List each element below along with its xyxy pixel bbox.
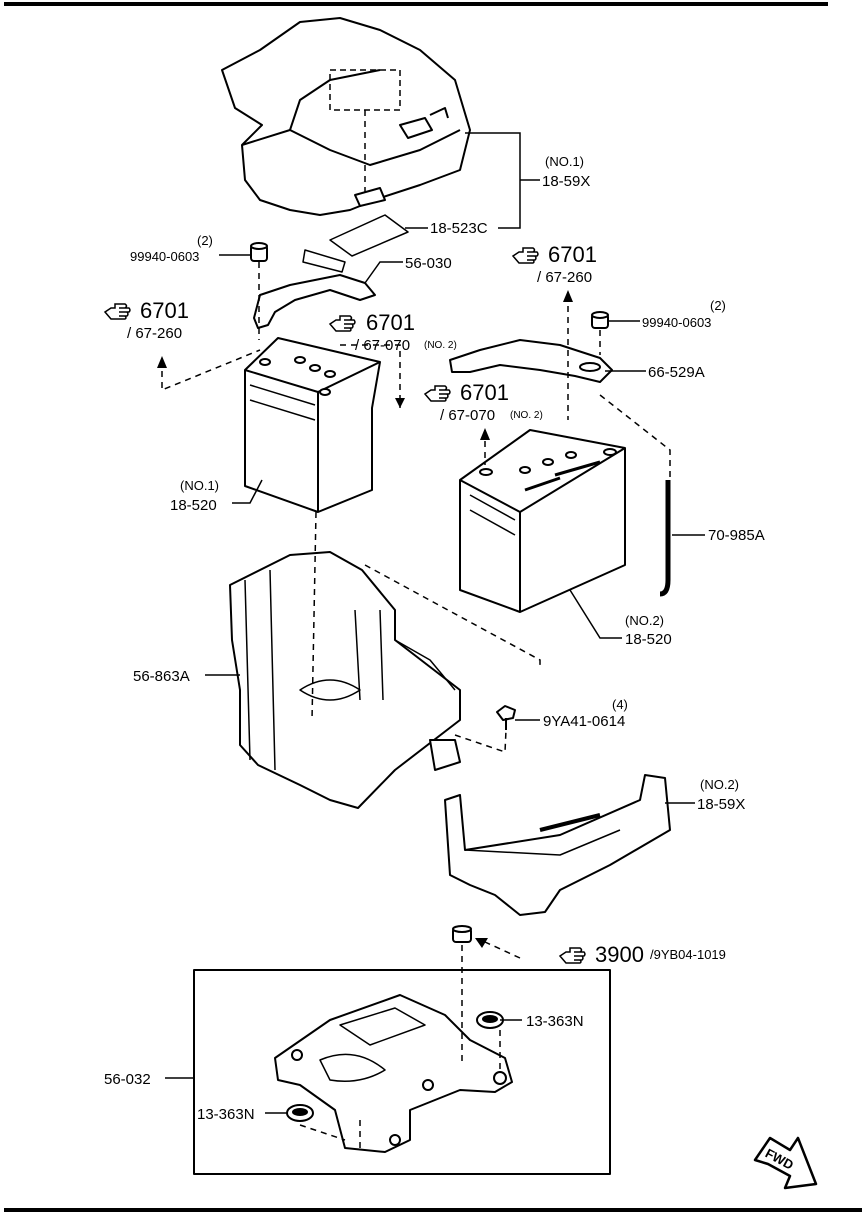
battery-no1-note: (NO.1) — [180, 478, 219, 493]
mounting-plate — [274, 994, 513, 1153]
fwd-arrow-icon — [753, 1136, 818, 1190]
pointing-hand-icon — [329, 315, 356, 332]
bracket-right — [449, 339, 613, 383]
nut-left — [250, 242, 268, 262]
vent-hose — [659, 480, 671, 597]
nut-left-code: 99940-0603 — [130, 249, 199, 264]
grommet-right-code: 13-363N — [526, 1013, 584, 1030]
bracket-right-code: 66-529A — [648, 364, 705, 381]
grommet-right — [476, 1011, 504, 1029]
nut-bottom — [452, 925, 472, 943]
ref-mid-sub: / 67-070 — [355, 337, 410, 354]
ref-mid-note: (NO. 2) — [424, 340, 457, 351]
nut-left-qty: (2) — [197, 233, 213, 248]
tray-code: 56-863A — [133, 668, 190, 685]
grommet-left — [286, 1104, 314, 1122]
battery-no2 — [459, 429, 626, 613]
battery-tray — [229, 551, 461, 809]
bolt-qty: (4) — [612, 697, 628, 712]
nut-right-qty: (2) — [710, 298, 726, 313]
plate-code: 56-032 — [104, 1071, 151, 1088]
ref-mid-number: 6701 — [366, 310, 415, 335]
cover-no2-code: 18-59X — [697, 796, 745, 813]
bracket-left — [253, 249, 376, 329]
battery-cover-no2 — [444, 774, 671, 916]
pointing-hand-icon — [424, 385, 451, 402]
ref-right-top-sub: / 67-260 — [537, 269, 592, 286]
ref-left-sub: / 67-260 — [127, 325, 182, 342]
ref-bottom-number: 3900 — [595, 942, 644, 967]
pointing-hand-icon — [559, 947, 586, 964]
cover-no2-note: (NO.2) — [700, 777, 739, 792]
cover-no1-note: (NO.1) — [545, 154, 584, 169]
hose-code: 70-985A — [708, 527, 765, 544]
ref-left-number: 6701 — [140, 298, 189, 323]
nut-right-code: 99940-0603 — [642, 315, 711, 330]
label-sticker-code: 18-523C — [430, 220, 488, 237]
grommet-left-code: 13-363N — [197, 1106, 255, 1123]
battery-no1 — [244, 337, 381, 513]
battery-cover-no1 — [221, 17, 471, 216]
ref-battery2-note: (NO. 2) — [510, 410, 543, 421]
label-sticker — [329, 214, 409, 257]
ref-bottom-sub: /9YB04-1019 — [650, 947, 726, 962]
battery-no2-code: 18-520 — [625, 631, 672, 648]
ref-battery2-sub: / 67-070 — [440, 407, 495, 424]
plate-frame — [193, 969, 611, 1175]
battery-no1-code: 18-520 — [170, 497, 217, 514]
pointing-hand-icon — [104, 303, 131, 320]
pointing-hand-icon — [512, 247, 539, 264]
cover-no1-code: 18-59X — [542, 173, 590, 190]
bolt — [496, 705, 516, 730]
bracket-left-code: 56-030 — [405, 255, 452, 272]
ref-right-top-number: 6701 — [548, 242, 597, 267]
bolt-code: 9YA41-0614 — [543, 713, 625, 730]
ref-battery2-number: 6701 — [460, 380, 509, 405]
battery-no2-note: (NO.2) — [625, 613, 664, 628]
nut-right — [591, 311, 609, 329]
